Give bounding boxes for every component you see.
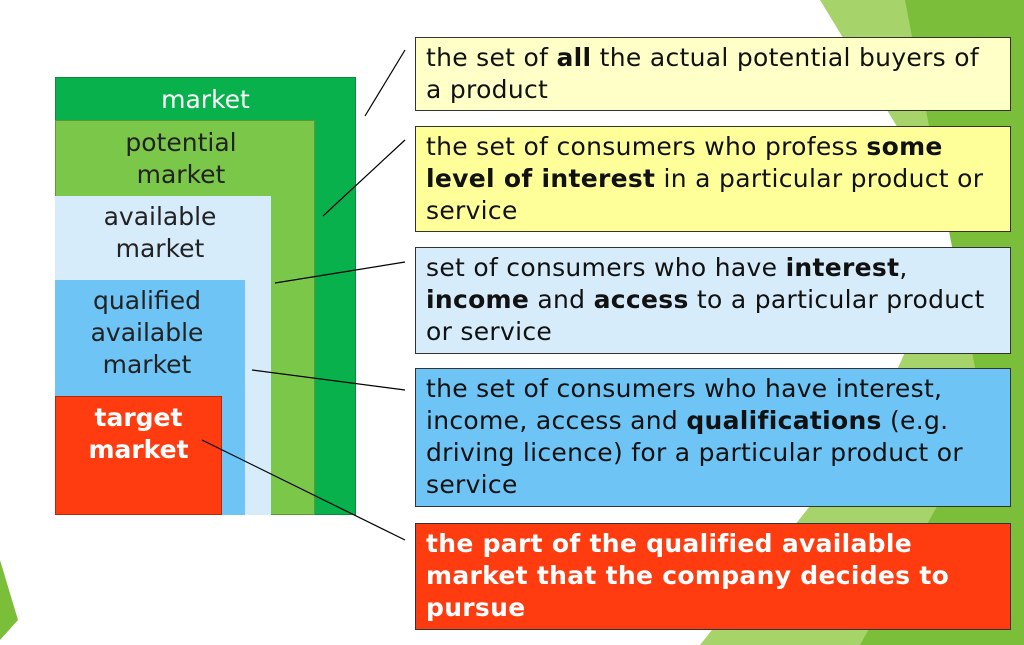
market-label: market [161, 85, 250, 114]
description-text-segment: and [529, 285, 594, 314]
target-market-box: target market [55, 396, 222, 515]
available-market-description: set of consumers who have interest, inco… [415, 247, 1011, 354]
description-text-segment: access [593, 285, 689, 314]
available-market-label: available market [103, 202, 217, 263]
description-text-segment: some level of interest [426, 132, 943, 193]
connector-line-available [274, 261, 406, 284]
description-text-segment: the actual potential buyers of a product [426, 43, 979, 104]
description-text-segment: (e.g. driving licence) for a particular … [426, 406, 963, 499]
description-text-segment: the set of [426, 43, 557, 72]
connector-line-qualified [251, 369, 406, 391]
description-text-segment: set of consumers who have [426, 253, 786, 282]
connector-line-potential [322, 139, 406, 217]
description-text-segment: income [426, 285, 530, 314]
description-text-segment: all [556, 43, 592, 72]
qualified-available-market-description: the set of consumers who have interest, … [415, 368, 1011, 507]
description-text-segment: qualifications [686, 406, 882, 435]
description-text-segment: in a particular product or service [426, 164, 984, 225]
description-text-segment: interest [785, 253, 900, 282]
description-text-segment: the set of consumers who have interest, … [426, 374, 943, 435]
potential-market-description: the set of consumers who profess some le… [415, 126, 1011, 232]
description-text-segment: the set of consumers who profess [426, 132, 867, 161]
target-market-label: target market [88, 403, 189, 464]
connector-line-market [364, 49, 406, 117]
potential-market-label: potential market [125, 128, 237, 189]
qualified-available-market-label: qualified available market [90, 286, 204, 379]
description-text-segment: to a particular product or service [426, 285, 985, 346]
connector-line-target [201, 439, 406, 541]
description-text-segment: the part of the qualified available mark… [426, 529, 950, 622]
description-text-segment: , [899, 253, 908, 282]
market-description: the set of all the actual potential buye… [415, 37, 1011, 111]
target-market-description: the part of the qualified available mark… [415, 523, 1011, 630]
